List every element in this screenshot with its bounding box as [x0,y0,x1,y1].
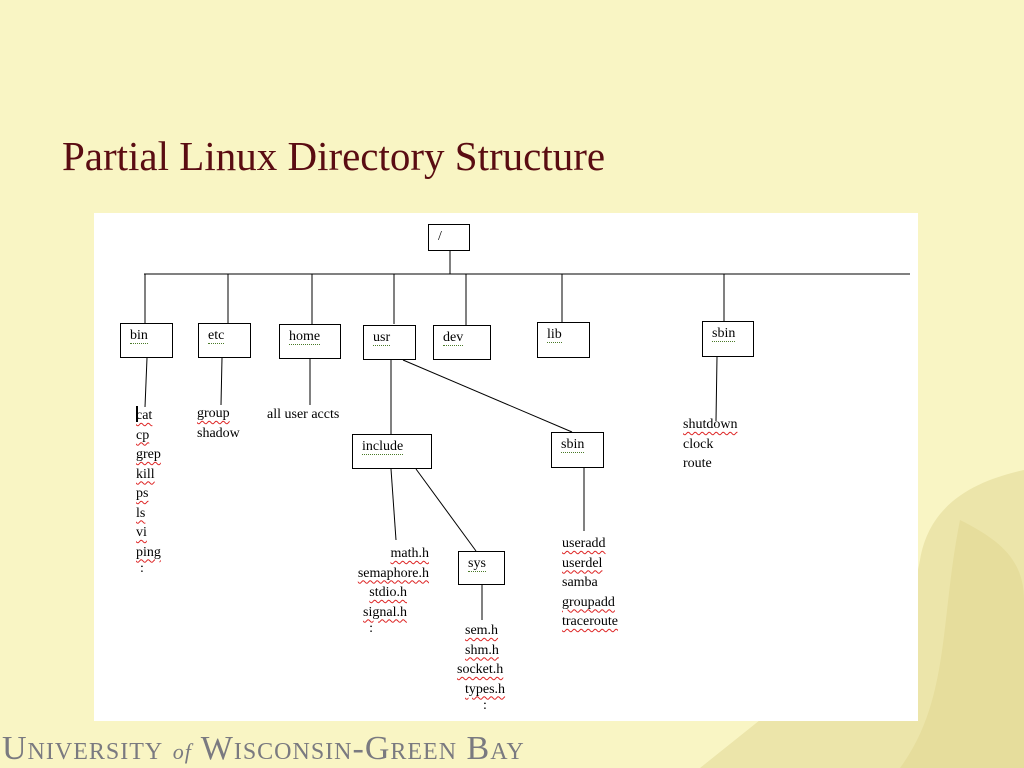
bin-file: cp [136,427,150,443]
dir-usr-include-sys-label: sys [468,556,486,572]
dir-usr: usr [363,325,416,360]
dir-root: / [428,224,470,251]
sbin-file: route [683,456,712,471]
bin-file: vi [136,525,147,540]
etc-file: shadow [197,425,240,441]
footer-wisconsin-green-bay: Wisconsin-Green Bay [200,730,525,767]
bin-file: ping [136,544,161,560]
dir-sbin-label: sbin [712,326,736,342]
bin-file: ls [136,505,146,521]
dir-bin-label: bin [130,328,148,344]
sys-file: socket.h [457,662,504,677]
dir-usr-sbin: sbin [551,432,604,468]
dir-sbin: sbin [702,321,754,357]
dir-etc-label: etc [208,328,225,344]
bin-file: grep [136,447,161,462]
slide-title: Partial Linux Directory Structure [62,133,606,179]
usr-sbin-file: userdel [562,555,603,571]
bin-file: ps [136,486,149,501]
sys-file-ellipsis: : [483,698,487,713]
dir-usr-include-label: include [362,439,404,455]
sys-file: sem.h [465,623,499,638]
include-file: math.h [390,546,430,561]
dir-dev: dev [433,325,491,360]
etc-file: group [197,406,230,421]
footer-university: University [2,730,164,767]
home-file: all user accts [267,407,340,422]
include-file-list: math.h semaphore.h stdio.h signal.h : [338,544,429,636]
usr-sbin-file: traceroute [562,614,618,629]
dir-usr-include: include [352,434,432,469]
include-file: stdio.h [369,585,407,600]
sys-file-list: sem.h shm.h socket.h types.h : [457,621,505,713]
sbin-file: clock [683,436,714,452]
usr-sbin-file: useradd [562,536,606,551]
etc-file-list: group shadow [197,404,240,443]
dir-bin: bin [120,323,173,358]
usr-sbin-file: groupadd [562,594,615,610]
dir-usr-label: usr [373,330,391,346]
sys-file: types.h [465,681,506,697]
bin-file-list: cat cp grep kill ps ls vi ping : [136,406,161,576]
university-footer: University of Wisconsin-Green Bay [2,730,525,768]
dir-etc: etc [198,323,251,358]
include-file: signal.h [363,604,407,620]
sbin-file: shutdown [683,417,738,432]
home-file-list: all user accts [267,405,339,425]
dir-lib: lib [537,322,590,358]
dir-usr-include-sys: sys [458,551,505,585]
footer-of: of [172,739,192,764]
include-file-ellipsis: : [369,621,373,636]
dir-root-label: / [438,229,442,244]
sbin-file-list: shutdown clock route [683,415,737,474]
dir-home: home [279,324,341,359]
include-file: semaphore.h [357,565,429,581]
dir-usr-sbin-label: sbin [561,437,585,453]
bin-file: kill [136,466,155,482]
dir-home-label: home [289,329,321,345]
tree-connector-lines [136,251,910,620]
dir-lib-label: lib [547,327,562,343]
directory-tree-diagram: / bin etc home usr dev lib sbin include … [94,213,918,721]
bin-file: cat [136,408,153,423]
usr-sbin-file-list: useradd userdel samba groupadd tracerout… [562,534,618,632]
sys-file: shm.h [465,642,499,658]
dir-dev-label: dev [443,330,464,346]
usr-sbin-file: samba [562,575,598,590]
bin-file-ellipsis: : [140,561,144,576]
